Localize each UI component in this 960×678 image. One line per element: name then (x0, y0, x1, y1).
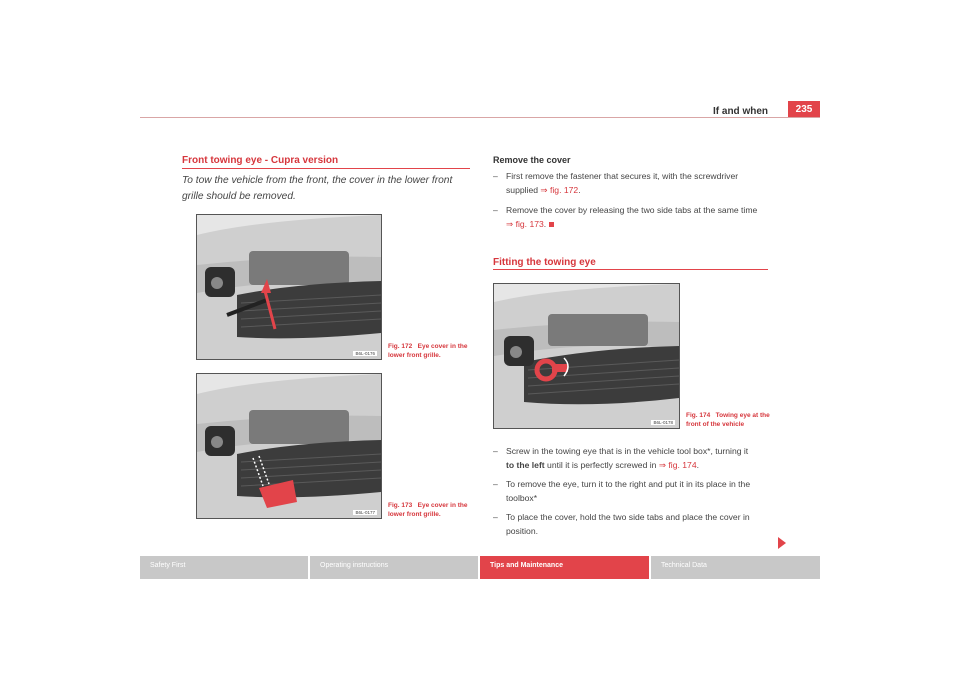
bumper-cover-illustration (197, 215, 381, 359)
footer-tab-technical-data[interactable]: Technical Data (651, 556, 820, 579)
figure-173-caption: Fig. 173 Eye cover in the lower front gr… (388, 501, 474, 519)
fig-174-link[interactable]: ⇒ fig. 174 (658, 460, 697, 470)
step-text: Remove the cover by releasing the two si… (506, 205, 758, 215)
step-dash: – (493, 446, 498, 456)
figure-174-caption: Fig. 174 Towing eye at the front of the … (686, 411, 772, 429)
step-text: To remove the eye, turn it to the right … (506, 479, 751, 489)
remove-step-1: – First remove the fastener that secures… (493, 171, 739, 195)
header-rule (140, 117, 820, 118)
figure-172-caption: Fig. 172 Eye cover in the lower front gr… (388, 342, 474, 360)
remove-step-2: – Remove the cover by releasing the two … (493, 205, 758, 229)
fig-173-link[interactable]: ⇒ fig. 173 (506, 219, 544, 229)
footer-tab-label: Technical Data (661, 562, 707, 569)
caption-number: Fig. 173 (388, 502, 413, 509)
section-title-front-towing-eye: Front towing eye - Cupra version (182, 155, 339, 166)
end-of-section-mark (549, 222, 555, 228)
page-number: 235 (788, 101, 820, 118)
bumper-cover-removed-illustration (197, 374, 381, 518)
step-text: To place the cover, hold the two side ta… (506, 512, 750, 522)
footer-tab-operating-instructions[interactable]: Operating instructions (310, 556, 478, 579)
caption-text: Eye cover in the lower front grille. (388, 502, 468, 518)
figure-code: B6L-0177 (353, 510, 377, 515)
figure-172-image: B6L-0176 (196, 214, 382, 360)
step-text-2: toolbox* (506, 493, 538, 503)
figure-174-image: B6L-0178 (493, 283, 680, 429)
step-text: Screw in the towing eye that is in the v… (506, 446, 749, 456)
intro-text: To tow the vehicle from the front, the c… (182, 175, 453, 202)
figure-173-image: B6L-0177 (196, 373, 382, 519)
fitting-step-2: – To remove the eye, turn it to the righ… (493, 477, 783, 505)
caption-number: Fig. 174 (686, 412, 711, 419)
caption-text: Eye cover in the lower front grille. (388, 343, 468, 359)
step-text: First remove the fastener that secures i… (506, 171, 739, 181)
footer-tab-label: Tips and Maintenance (490, 562, 563, 569)
step-bold-text: to the left (506, 460, 545, 470)
next-page-arrow-icon[interactable] (778, 537, 786, 549)
figure-code: B6L-0178 (651, 420, 675, 425)
section-title-fitting-towing-eye: Fitting the towing eye (493, 257, 596, 268)
footer-tab-safety-first[interactable]: Safety First (140, 556, 308, 579)
footer-tab-tips-and-maintenance[interactable]: Tips and Maintenance (480, 556, 649, 579)
fitting-step-1: – Screw in the towing eye that is in the… (493, 446, 749, 470)
remove-cover-title: Remove the cover (493, 155, 571, 165)
towing-eye-illustration (494, 284, 679, 428)
figure-code: B6L-0176 (353, 351, 377, 356)
step-text-2: position. (506, 526, 539, 536)
footer-tab-label: Operating instructions (320, 562, 389, 569)
step-dash: – (493, 205, 498, 215)
section-rule (493, 269, 768, 270)
caption-number: Fig. 172 (388, 343, 413, 350)
step-text-2: supplied (506, 185, 539, 195)
section-rule (182, 168, 470, 169)
step-dash: – (493, 479, 498, 489)
fitting-step-3: – To place the cover, hold the two side … (493, 510, 783, 538)
page-header-title: If and when (713, 106, 768, 117)
footer-tab-label: Safety First (150, 562, 186, 569)
step-dash: – (493, 512, 498, 522)
caption-text: Towing eye at the front of the vehicle (686, 412, 770, 428)
fig-172-link[interactable]: ⇒ fig. 172 (540, 185, 579, 195)
step-dash: – (493, 171, 498, 181)
